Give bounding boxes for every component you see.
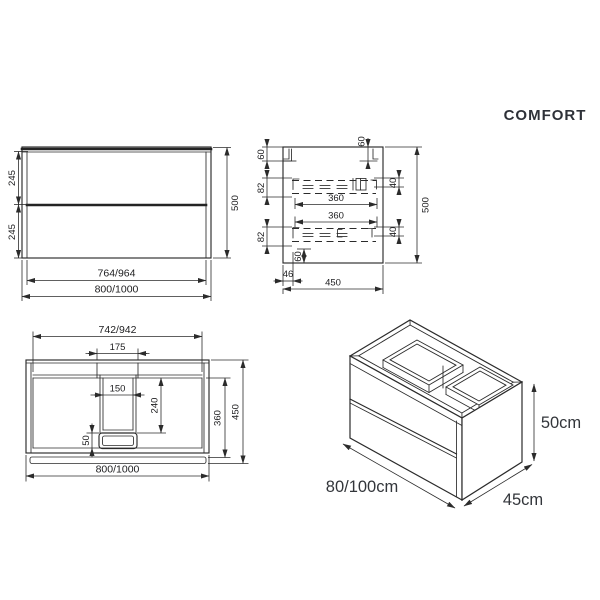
cabinet-side-outline [282,146,384,264]
plan-view: 742/942 175 150 240 50 360 450 [25,324,249,482]
dim-side-depth: 450 [325,278,341,289]
dim-plan-inner-depth: 360 [213,410,224,426]
dim-side-front-inset: 46 [283,269,294,280]
dim-plan-outer-width: 800/1000 [96,464,140,476]
dim-side-slide-lower-height: 40 [388,227,399,238]
dim-plan-recess-depth: 50 [81,435,92,446]
iso-dim-width: 80/100cm [326,478,398,496]
dim-plan-inner-width: 742/942 [99,324,137,336]
dim-plan-notch-inner-width: 150 [110,384,126,395]
dim-front-drawer-top: 245 [7,170,18,186]
dim-side-rail-upper: 82 [256,183,267,194]
lower-slide-hidden-lines [292,227,376,242]
siphon-notch [96,362,139,450]
dim-front-height: 500 [230,195,241,211]
product-title: COMFORT [504,107,587,124]
dim-front-drawer-bottom: 245 [7,224,18,240]
dim-front-outer-width: 800/1000 [95,284,139,296]
dim-side-top-right: 60 [357,136,368,147]
cabinet-plan-outline [25,359,210,454]
dim-plan-notch-outer-width: 175 [110,342,126,353]
drawer-front-plan [29,456,207,464]
cabinet-front-outline [21,146,212,259]
dim-plan-notch-depth: 240 [150,398,161,414]
dim-side-height: 500 [421,197,432,213]
dim-side-top-left: 60 [256,149,267,160]
iso-view: 50cm 80/100cm 45cm [326,319,581,509]
dim-side-rail-lower: 82 [256,232,267,243]
dim-front-inner-width: 764/964 [98,268,136,280]
iso-dim-depth: 45cm [503,491,543,509]
iso-dim-height: 50cm [541,414,581,432]
dim-side-slide-upper-height: 40 [388,178,399,189]
dim-side-bottom-clearance: 60 [293,251,304,262]
side-view: 60 82 82 60 40 40 [256,136,432,294]
dim-plan-depth: 450 [231,404,242,420]
interior-tray-right [445,366,514,414]
front-view: 245 245 500 764/964 800/1000 [7,146,241,301]
dim-side-slide-upper-length: 360 [328,193,344,204]
upper-slide-hidden-lines [292,178,377,194]
dim-side-slide-lower-length: 360 [328,211,344,222]
